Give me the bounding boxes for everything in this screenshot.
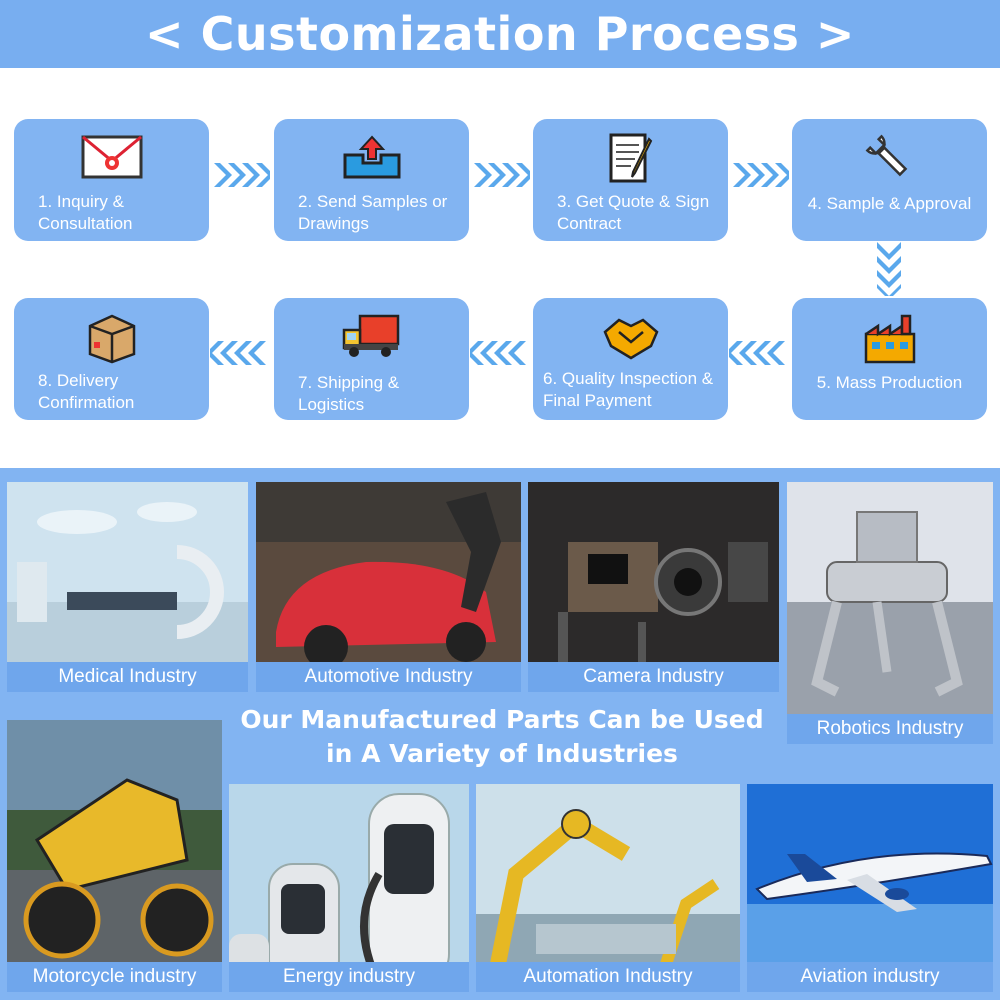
step-label: 6. Quality Inspection & Final Payment bbox=[543, 369, 714, 410]
arrow-left-icon bbox=[729, 341, 785, 365]
contract-icon bbox=[533, 133, 728, 185]
step-card-delivery: 8. Delivery Confirmation bbox=[14, 298, 209, 420]
header-banner: < Customization Process > bbox=[0, 0, 1000, 68]
truck-icon bbox=[274, 312, 469, 364]
industry-caption: Motorcycle industry bbox=[7, 962, 222, 992]
industry-caption: Energy industry bbox=[229, 962, 469, 992]
step-card-mass-production: 5. Mass Production bbox=[792, 298, 987, 420]
step-label: 7. Shipping & Logistics bbox=[298, 373, 400, 414]
step-label: 8. Delivery Confirmation bbox=[38, 371, 135, 412]
wrench-icon bbox=[792, 133, 987, 185]
upload-tray-icon bbox=[274, 133, 469, 185]
step-card-inquiry: 1. Inquiry & Consultation bbox=[14, 119, 209, 241]
industry-caption: Automation Industry bbox=[476, 962, 740, 992]
camera-photo bbox=[528, 482, 779, 692]
step-card-quality: 6. Quality Inspection & Final Payment bbox=[533, 298, 728, 420]
factory-icon bbox=[792, 312, 987, 364]
arrow-right-icon bbox=[214, 163, 270, 187]
page-title: < Customization Process > bbox=[145, 7, 855, 61]
step-card-send-samples: 2. Send Samples or Drawings bbox=[274, 119, 469, 241]
industry-caption: Medical Industry bbox=[7, 662, 248, 692]
handshake-icon bbox=[533, 312, 728, 364]
industry-caption: Aviation industry bbox=[747, 962, 993, 992]
industry-tile-robotics: Robotics Industry bbox=[787, 482, 993, 744]
automation-photo bbox=[476, 784, 740, 992]
step-label: 5. Mass Production bbox=[816, 373, 963, 392]
arrow-down-icon bbox=[877, 242, 901, 296]
arrow-left-icon bbox=[210, 341, 266, 365]
motorcycle-photo bbox=[7, 720, 222, 992]
package-icon bbox=[14, 312, 209, 364]
arrow-left-icon bbox=[470, 341, 526, 365]
step-card-quote: 3. Get Quote & Sign Contract bbox=[533, 119, 728, 241]
industry-tile-medical: Medical Industry bbox=[7, 482, 248, 692]
step-label: 4. Sample & Approval bbox=[807, 194, 972, 213]
step-card-shipping: 7. Shipping & Logistics bbox=[274, 298, 469, 420]
industry-tile-camera: Camera Industry bbox=[528, 482, 779, 692]
industry-tile-motorcycle: Motorcycle industry bbox=[7, 720, 222, 992]
medical-photo bbox=[7, 482, 248, 692]
industry-caption: Camera Industry bbox=[528, 662, 779, 692]
automotive-photo bbox=[256, 482, 521, 692]
step-card-sample-approval: 4. Sample & Approval bbox=[792, 119, 987, 241]
industry-caption: Robotics Industry bbox=[787, 714, 993, 744]
industry-tile-automation: Automation Industry bbox=[476, 784, 740, 992]
step-label: 2. Send Samples or Drawings bbox=[298, 192, 448, 233]
robotics-photo bbox=[787, 482, 993, 744]
arrow-right-icon bbox=[733, 163, 789, 187]
step-label: 3. Get Quote & Sign Contract bbox=[557, 192, 710, 233]
industry-tile-aviation: Aviation industry bbox=[747, 784, 993, 992]
aviation-photo bbox=[747, 784, 993, 992]
envelope-icon bbox=[14, 133, 209, 185]
arrow-right-icon bbox=[474, 163, 530, 187]
step-label: 1. Inquiry & Consultation bbox=[38, 192, 133, 233]
industries-tagline: Our Manufactured Parts Can be Used in A … bbox=[240, 705, 764, 768]
industry-tile-energy: Energy industry bbox=[229, 784, 469, 992]
energy-photo bbox=[229, 784, 469, 992]
industry-caption: Automotive Industry bbox=[256, 662, 521, 692]
industry-tile-automotive: Automotive Industry bbox=[256, 482, 521, 692]
